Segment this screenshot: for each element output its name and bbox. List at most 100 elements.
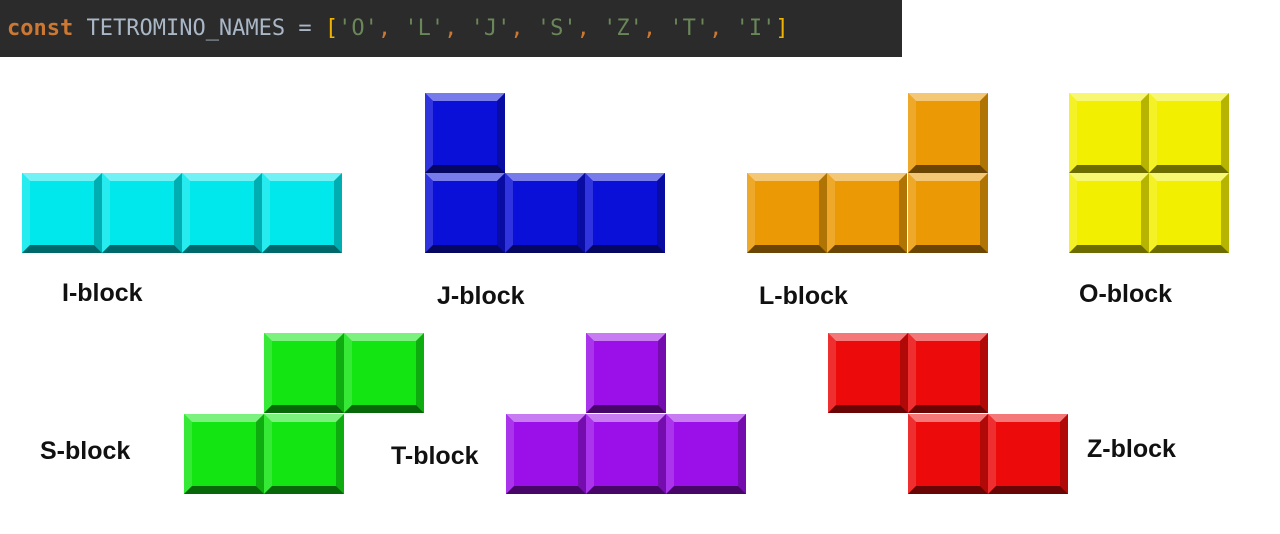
code-snippet: const TETROMINO_NAMES = ['O', 'L', 'J', … <box>0 0 902 57</box>
cell-bevel-left <box>1149 93 1157 173</box>
cell-face <box>908 333 988 413</box>
cell-face <box>908 93 988 173</box>
cell-bevel-bottom <box>506 486 586 494</box>
cell-bevel-top <box>425 173 505 181</box>
tetromino-cell <box>182 173 262 253</box>
cell-bevel-top <box>425 93 505 101</box>
cell-bevel-bottom <box>585 245 665 253</box>
cell-bevel-right <box>1221 173 1229 253</box>
cell-face <box>585 173 665 253</box>
cell-bevel-right <box>336 414 344 494</box>
tetromino-cell <box>828 333 908 413</box>
cell-face <box>828 333 908 413</box>
cell-bevel-left <box>1149 173 1157 253</box>
cell-face <box>666 414 746 494</box>
tetromino-cell <box>585 173 665 253</box>
cell-face <box>22 173 102 253</box>
tetromino-cell <box>264 333 344 413</box>
cell-face <box>586 414 666 494</box>
cell-bevel-top <box>262 173 342 181</box>
code-separator: , <box>510 16 524 41</box>
cell-bevel-left <box>425 93 433 173</box>
code-item-i: 'I' <box>735 16 776 41</box>
cell-face <box>988 414 1068 494</box>
cell-bevel-top <box>182 173 262 181</box>
cell-face <box>827 173 907 253</box>
cell-bevel-right <box>899 173 907 253</box>
cell-bevel-right <box>658 333 666 413</box>
tetromino-cell <box>827 173 907 253</box>
cell-bevel-right <box>980 173 988 253</box>
cell-bevel-left <box>264 333 272 413</box>
j-block-piece <box>425 93 665 253</box>
cell-face <box>102 173 182 253</box>
code-separator: , <box>576 16 590 41</box>
cell-bevel-left <box>908 93 916 173</box>
cell-bevel-right <box>416 333 424 413</box>
o-block-label: O-block <box>1079 280 1173 308</box>
cell-bevel-right <box>334 173 342 253</box>
cell-bevel-bottom <box>666 486 746 494</box>
tetromino-cell <box>264 414 344 494</box>
code-separator: , <box>642 16 657 41</box>
cell-bevel-left <box>988 414 996 494</box>
tetromino-cell <box>908 173 988 253</box>
code-keyword: const <box>7 16 74 41</box>
cell-bevel-left <box>1069 93 1077 173</box>
cell-face <box>747 173 827 253</box>
cell-bevel-bottom <box>344 405 424 413</box>
tetromino-cell <box>586 333 666 413</box>
cell-face <box>425 93 505 173</box>
tetromino-cell <box>747 173 827 253</box>
tetromino-cell <box>908 414 988 494</box>
code-open-bracket: [ <box>324 16 339 41</box>
cell-bevel-bottom <box>264 486 344 494</box>
cell-bevel-right <box>980 93 988 173</box>
tetromino-cell <box>425 93 505 173</box>
tetromino-cell <box>506 414 586 494</box>
code-identifier: TETROMINO_NAMES <box>86 16 286 41</box>
cell-bevel-right <box>254 173 262 253</box>
cell-bevel-left <box>506 414 514 494</box>
cell-bevel-bottom <box>988 486 1068 494</box>
cell-bevel-bottom <box>425 245 505 253</box>
cell-bevel-top <box>908 173 988 181</box>
cell-bevel-top <box>1149 93 1229 101</box>
code-item-s: 'S' <box>536 16 577 41</box>
cell-bevel-right <box>657 173 665 253</box>
cell-bevel-left <box>264 414 272 494</box>
cell-bevel-right <box>336 333 344 413</box>
cell-bevel-top <box>505 173 585 181</box>
code-item-o: 'O' <box>338 16 378 41</box>
cell-bevel-left <box>828 333 836 413</box>
cell-bevel-right <box>1221 93 1229 173</box>
tetromino-cell <box>1069 173 1149 253</box>
cell-bevel-bottom <box>1069 165 1149 173</box>
cell-bevel-bottom <box>1149 245 1229 253</box>
cell-bevel-top <box>908 93 988 101</box>
cell-bevel-bottom <box>908 165 988 173</box>
tetromino-cell <box>262 173 342 253</box>
z-block-label: Z-block <box>1087 435 1176 463</box>
cell-bevel-right <box>738 414 746 494</box>
cell-bevel-left <box>586 333 594 413</box>
code-item-t: 'T' <box>669 16 710 41</box>
cell-bevel-bottom <box>827 245 907 253</box>
cell-face <box>1149 173 1229 253</box>
i-block-piece <box>22 173 342 253</box>
cell-bevel-bottom <box>262 245 342 253</box>
code-item-z: 'Z' <box>603 16 643 41</box>
tetromino-cell <box>102 173 182 253</box>
t-block-piece <box>506 333 746 494</box>
cell-bevel-top <box>22 173 102 181</box>
tetromino-cell <box>1149 173 1229 253</box>
cell-bevel-left <box>747 173 755 253</box>
z-block-piece <box>828 333 1068 494</box>
cell-bevel-left <box>666 414 674 494</box>
cell-bevel-left <box>908 414 916 494</box>
code-separator: , <box>377 16 392 41</box>
cell-bevel-top <box>264 414 344 422</box>
cell-bevel-right <box>980 333 988 413</box>
